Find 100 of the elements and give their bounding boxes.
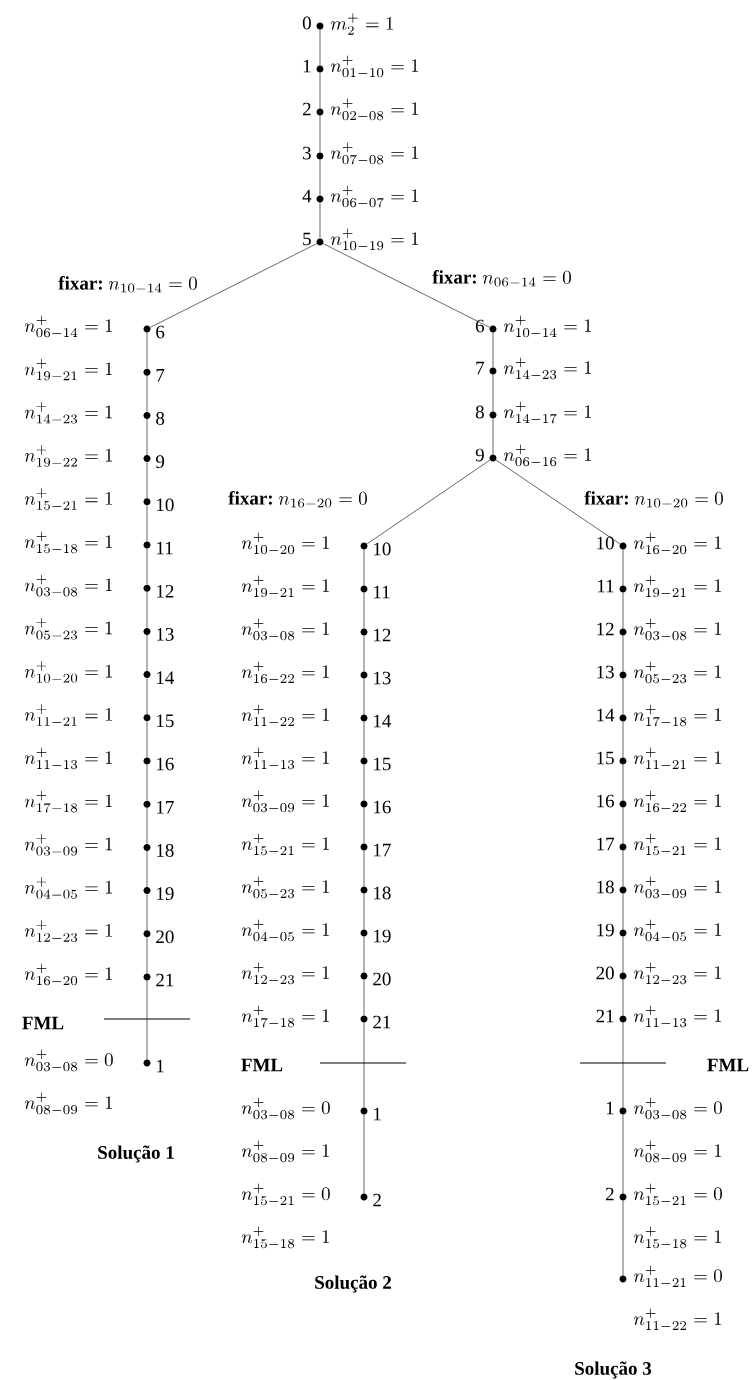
formula-label: $n^{+}_{10-14}=1$ (503, 315, 592, 338)
formula-label: $n^{+}_{19-21}=1$ (241, 575, 330, 598)
branch-line (146, 591, 148, 628)
edge-label: $\textbf{fixar:}\ n_{16-20}=0$ (228, 491, 367, 508)
step-number: 20 (373, 972, 391, 986)
step-number: 20 (596, 966, 614, 980)
step-number: 13 (157, 628, 174, 641)
step-number: 21 (596, 1009, 614, 1023)
formula-label: $n^{+}_{11-21}=0$ (633, 1265, 722, 1287)
formula-label: $n^{+}_{04-05}=1$ (633, 919, 722, 942)
branch-line (146, 980, 148, 1060)
formula-label: $n^{+}_{15-21}=0$ (633, 1183, 722, 1206)
branch-line (622, 807, 624, 844)
formula-label: $n^{+}_{08-09}=1$ (241, 1140, 330, 1163)
branch-line (622, 764, 624, 801)
formula-label: $n^{+}_{14-17}=1$ (503, 401, 592, 424)
branch-line (622, 850, 624, 887)
formula-label: $n^{+}_{15-18}=1$ (241, 1226, 330, 1249)
branch-line (622, 893, 624, 930)
formula-label: $n^{+}_{17-18}=1$ (241, 1005, 330, 1028)
step-number: 3 (303, 146, 311, 160)
formula-label: $n^{+}_{03-08}=1$ (633, 618, 722, 641)
step-number: 18 (374, 886, 391, 900)
formula-label: $n^{+}_{15-21}=1$ (241, 833, 330, 856)
step-number: 17 (374, 843, 391, 857)
step-number: 12 (374, 628, 391, 642)
branch-line (492, 332, 494, 368)
step-number: 19 (597, 923, 614, 937)
formula-label: $n^{+}_{19-21}=1$ (24, 358, 113, 381)
branch-line (150, 243, 317, 328)
step-number: 17 (597, 837, 615, 851)
step-number: 17 (157, 800, 174, 814)
formula-label: $n^{+}_{19-21}=1$ (633, 575, 722, 598)
formula-label: $n^{+}_{04-05}=1$ (241, 919, 330, 942)
branch-line (363, 549, 365, 586)
formula-label: $n^{+}_{03-08}=0$ (241, 1097, 330, 1120)
branch-line (146, 462, 148, 499)
formula-label: $n^{+}_{15-18}=1$ (24, 531, 113, 554)
formula-label: $n^{+}_{11-13}=1$ (633, 1005, 722, 1028)
formula-label: $n^{+}_{03-09}=1$ (241, 790, 330, 813)
formula-label: $n^{+}_{16-22}=1$ (241, 661, 330, 684)
step-number: 2 (373, 1193, 381, 1207)
formula-label: $n^{+}_{11-13}=1$ (24, 747, 113, 770)
branch-line (319, 159, 321, 196)
solution-caption: Solução 2 (315, 1275, 391, 1293)
branch-line (146, 418, 148, 456)
step-number: 12 (157, 584, 174, 598)
solution-caption: Solução 1 (98, 1145, 174, 1163)
cut-label: FML (22, 1016, 64, 1030)
branch-line (622, 721, 624, 758)
branch-line (146, 634, 148, 672)
formula-label: $n^{+}_{17-18}=1$ (633, 704, 722, 727)
branch-line (146, 894, 148, 931)
branch-line (146, 678, 148, 715)
branch-line (146, 505, 148, 542)
formula-label: $n^{+}_{11-21}=1$ (24, 704, 113, 726)
formula-label: $n^{+}_{11-21}=1$ (633, 747, 722, 769)
step-number: 6 (475, 319, 485, 333)
branch-line (622, 936, 624, 973)
edge-label: $\textbf{fixar:}\ n_{06-14}=0$ (432, 270, 571, 287)
formula-label: $n^{+}_{15-21}=1$ (24, 488, 113, 510)
branch-line (622, 1114, 624, 1194)
step-number: 19 (157, 887, 174, 900)
step-number: 8 (475, 405, 484, 419)
formula-label: $n^{+}_{19-22}=1$ (24, 445, 113, 467)
step-number: 6 (156, 325, 165, 339)
step-number: 20 (156, 930, 174, 944)
formula-label: $n^{+}_{03-08}=1$ (24, 574, 113, 597)
formula-label: $n^{+}_{11-22}=1$ (633, 1308, 722, 1330)
branch-line (622, 678, 624, 715)
branch-line (146, 721, 148, 758)
branch-line (363, 592, 365, 629)
step-number: 8 (156, 412, 165, 425)
step-number: 11 (157, 541, 173, 555)
formula-label: $n^{+}_{05-23}=1$ (24, 617, 113, 640)
step-number: 5 (303, 232, 311, 246)
branch-line (622, 1200, 624, 1276)
branch-line (363, 678, 365, 715)
step-number: 1 (374, 1107, 381, 1121)
branch-line (363, 936, 365, 973)
step-number: 16 (157, 757, 174, 771)
step-number: 1 (157, 1059, 164, 1073)
step-number: 2 (605, 1187, 614, 1201)
branch-line (319, 72, 321, 109)
branch-line (146, 807, 148, 844)
step-number: 0 (302, 16, 311, 30)
branch-line (146, 764, 148, 801)
formula-label: $n^{+}_{10-20}=1$ (241, 532, 330, 555)
step-number: 10 (374, 542, 391, 556)
step-number: 1 (303, 59, 311, 73)
step-number: 4 (302, 189, 312, 203)
branch-line (495, 459, 621, 545)
formula-label: $n^{+}_{04-05}=1$ (24, 877, 113, 899)
step-number: 21 (156, 973, 174, 987)
branch-line (363, 807, 365, 844)
step-number: 7 (156, 369, 165, 382)
branch-line (146, 937, 148, 974)
branch-line (146, 375, 148, 412)
step-number: 14 (157, 671, 175, 684)
branch-line (319, 115, 321, 153)
